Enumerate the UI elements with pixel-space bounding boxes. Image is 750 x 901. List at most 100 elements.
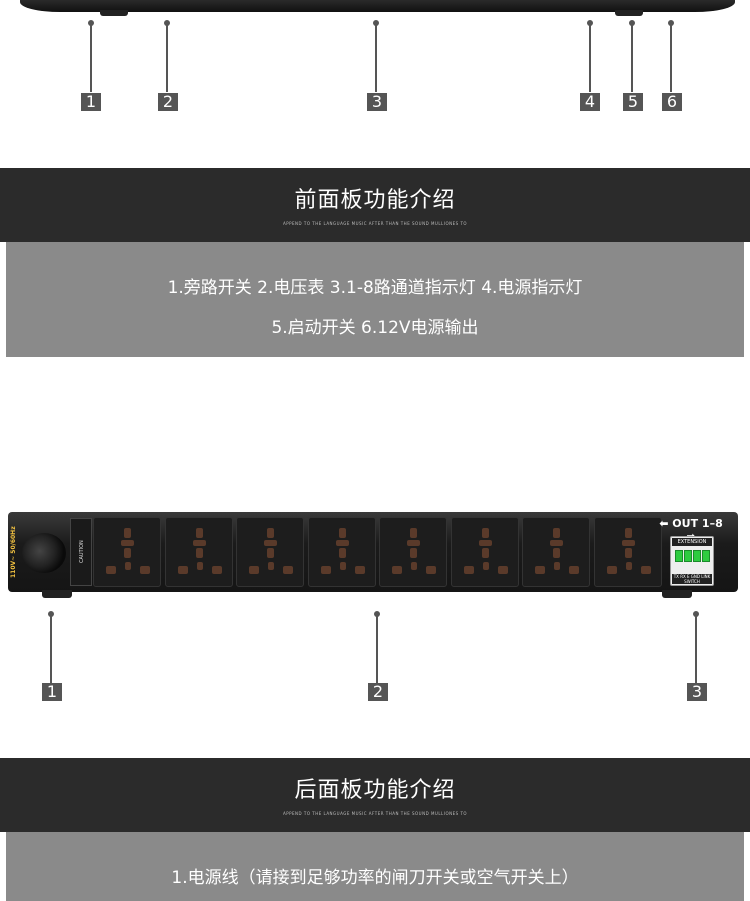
pin-line: [631, 24, 633, 92]
terminal-labels: TX RX E GND LINK SWITCH: [672, 574, 712, 584]
outlet-socket-hole: [606, 566, 617, 574]
outlet-socket-hole: [283, 566, 293, 574]
pin-dot: [48, 611, 54, 617]
universal-outlet-icon: [93, 517, 161, 587]
outlet-socket-hole: [411, 562, 417, 570]
terminal-pin-icon: [693, 550, 701, 562]
outlet-socket-hole: [478, 540, 492, 546]
pin-dot: [587, 20, 593, 26]
outlet-socket-hole: [463, 566, 474, 574]
pin-line: [670, 24, 672, 92]
pin-dot: [629, 20, 635, 26]
outlet-socket-hole: [338, 528, 346, 538]
outlet-socket-hole: [211, 566, 222, 574]
pin-line: [375, 24, 377, 92]
universal-outlet-icon: [164, 517, 233, 587]
out-channels-label: ⬅ OUT 1–8 ➡: [659, 517, 723, 543]
outlet-socket-hole: [140, 566, 150, 574]
device-foot: [42, 590, 72, 598]
callout-label: 4: [580, 93, 600, 111]
callout-label: 1: [42, 683, 62, 701]
outlet-socket-hole: [550, 540, 563, 546]
outlet-socket-hole: [410, 528, 417, 538]
terminal-pin-icon: [675, 550, 683, 562]
pin-line: [166, 24, 168, 92]
pin-line: [376, 615, 378, 683]
outlet-socket-hole: [481, 528, 489, 538]
pin-line: [90, 24, 92, 92]
outlet-socket-hole: [339, 562, 346, 570]
outlet-socket-hole: [106, 566, 116, 574]
pin-line: [50, 615, 52, 683]
pin-line: [695, 615, 697, 683]
callout-label: 1: [81, 93, 101, 111]
outlet-socket-hole: [192, 540, 206, 546]
outlet-socket-hole: [124, 528, 131, 538]
outlet-socket-hole: [392, 566, 402, 574]
outlet-socket-hole: [407, 540, 420, 546]
callout-label: 3: [687, 683, 707, 701]
power-cord-plug-icon: [22, 533, 66, 573]
outlet-socket-hole: [569, 566, 579, 574]
device-foot: [662, 590, 692, 598]
outlet-socket-hole: [426, 566, 436, 574]
outlet-socket-hole: [553, 548, 560, 558]
terminal-pin-icon: [702, 550, 710, 562]
rear-panel-title: 后面板功能介绍: [294, 778, 456, 803]
universal-outlet-icon: [379, 517, 447, 587]
terminal-pin-icon: [684, 550, 692, 562]
outlet-socket-hole: [624, 528, 632, 538]
outlet-socket-hole: [124, 548, 131, 558]
pin-dot: [373, 20, 379, 26]
outlet-socket-hole: [553, 528, 560, 538]
outlet-socket-hole: [624, 548, 632, 558]
extension-label: EXTENSION: [672, 538, 712, 546]
front-panel-subtitle: APPEND TO THE LANGUAGE MUSIC AFTER THAN …: [282, 221, 468, 226]
outlet-socket-hole: [338, 548, 346, 558]
outlet-socket-hole: [640, 566, 651, 574]
universal-outlet-icon: [593, 517, 662, 587]
callout-label: 5: [623, 93, 643, 111]
pin-dot: [693, 611, 699, 617]
outlet-socket-hole: [535, 566, 545, 574]
outlet-socket-hole: [410, 548, 417, 558]
pin-dot: [374, 611, 380, 617]
outlet-socket-hole: [267, 548, 274, 558]
pin-dot: [668, 20, 674, 26]
rear-desc-line-1: 1.电源线（请接到足够功率的闸刀开关或空气开关上）: [171, 868, 579, 888]
front-panel-title-band: 前面板功能介绍 APPEND TO THE LANGUAGE MUSIC AFT…: [0, 168, 750, 242]
outlet-socket-hole: [264, 540, 277, 546]
outlet-socket-hole: [195, 548, 203, 558]
callout-label: 3: [367, 93, 387, 111]
universal-outlet-icon: [450, 517, 519, 587]
callout-label: 6: [662, 93, 682, 111]
rear-panel-title-band: 后面板功能介绍 APPEND TO THE LANGUAGE MUSIC AFT…: [0, 758, 750, 832]
front-panel-title: 前面板功能介绍: [294, 188, 456, 213]
rear-panel-description: 1.电源线（请接到足够功率的闸刀开关或空气开关上）: [6, 832, 744, 901]
outlet-socket-hole: [320, 566, 331, 574]
universal-outlet-icon: [236, 517, 304, 587]
outlet-socket-hole: [481, 548, 489, 558]
outlet-socket-hole: [196, 562, 203, 570]
front-desc-line-1: 1.旁路开关 2.电压表 3.1-8路通道指示灯 4.电源指示灯: [167, 278, 583, 298]
outlet-socket-hole: [335, 540, 349, 546]
outlet-socket-hole: [121, 540, 134, 546]
device-foot: [100, 10, 128, 16]
outlet-socket-hole: [354, 566, 365, 574]
outlet-socket-hole: [497, 566, 508, 574]
outlet-socket-hole: [625, 562, 632, 570]
front-panel-device-edge: [20, 0, 735, 12]
universal-outlet-icon: [522, 517, 590, 587]
rear-panel-subtitle: APPEND TO THE LANGUAGE MUSIC AFTER THAN …: [282, 811, 468, 816]
outlet-socket-hole: [554, 562, 560, 570]
pin-dot: [88, 20, 94, 26]
outlet-socket-hole: [267, 528, 274, 538]
outlet-socket-hole: [249, 566, 259, 574]
pin-line: [589, 24, 591, 92]
outlet-socket-hole: [482, 562, 489, 570]
caution-label: CAUTION: [70, 518, 92, 586]
outlet-socket-hole: [177, 566, 188, 574]
universal-outlet-icon: [307, 517, 376, 587]
callout-label: 2: [158, 93, 178, 111]
device-foot: [615, 10, 643, 16]
